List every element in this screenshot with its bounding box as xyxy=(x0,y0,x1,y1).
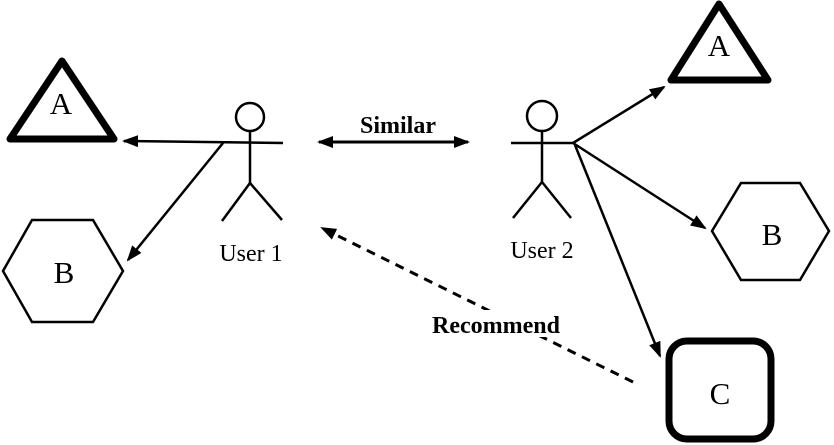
similar-label: Similar xyxy=(360,113,436,139)
hexagon-b-right-label: B xyxy=(762,217,783,252)
user2-figure xyxy=(511,99,573,219)
recommend-label: Recommend xyxy=(432,313,561,339)
arrow-user2-to-triangle-a xyxy=(572,85,666,145)
square-c-label: C xyxy=(710,376,731,411)
user1-left-leg xyxy=(220,182,252,222)
arrow-user1-to-triangle-a xyxy=(122,135,284,148)
triangle-a-right-shape xyxy=(667,0,772,84)
user1-label: User 1 xyxy=(219,241,282,267)
triangle-a-left-label: A xyxy=(50,86,73,121)
hexagon-b-left-shape xyxy=(1,218,125,324)
user2-label: User 2 xyxy=(510,238,573,264)
arrow-user2-to-hexagon-b xyxy=(572,141,707,230)
user2-right-leg xyxy=(541,181,572,219)
user1-figure xyxy=(220,101,283,222)
triangle-a-right-label: A xyxy=(708,28,731,63)
square-c-shape xyxy=(665,337,775,443)
triangle-a-left-shape xyxy=(6,57,118,143)
recommend-label-backdrop xyxy=(424,310,567,337)
recommend-dashed-arrow xyxy=(320,226,634,384)
hexagon-b-right-shape xyxy=(710,181,831,282)
user1-right-leg xyxy=(249,182,283,221)
arrow-user2-to-square-c xyxy=(573,144,662,358)
arrow-user1-to-hexagon-b xyxy=(126,142,224,262)
user2-left-leg xyxy=(512,181,543,219)
user2-head xyxy=(525,99,559,133)
hexagon-b-left-label: B xyxy=(54,255,75,290)
user1-head xyxy=(234,101,266,133)
